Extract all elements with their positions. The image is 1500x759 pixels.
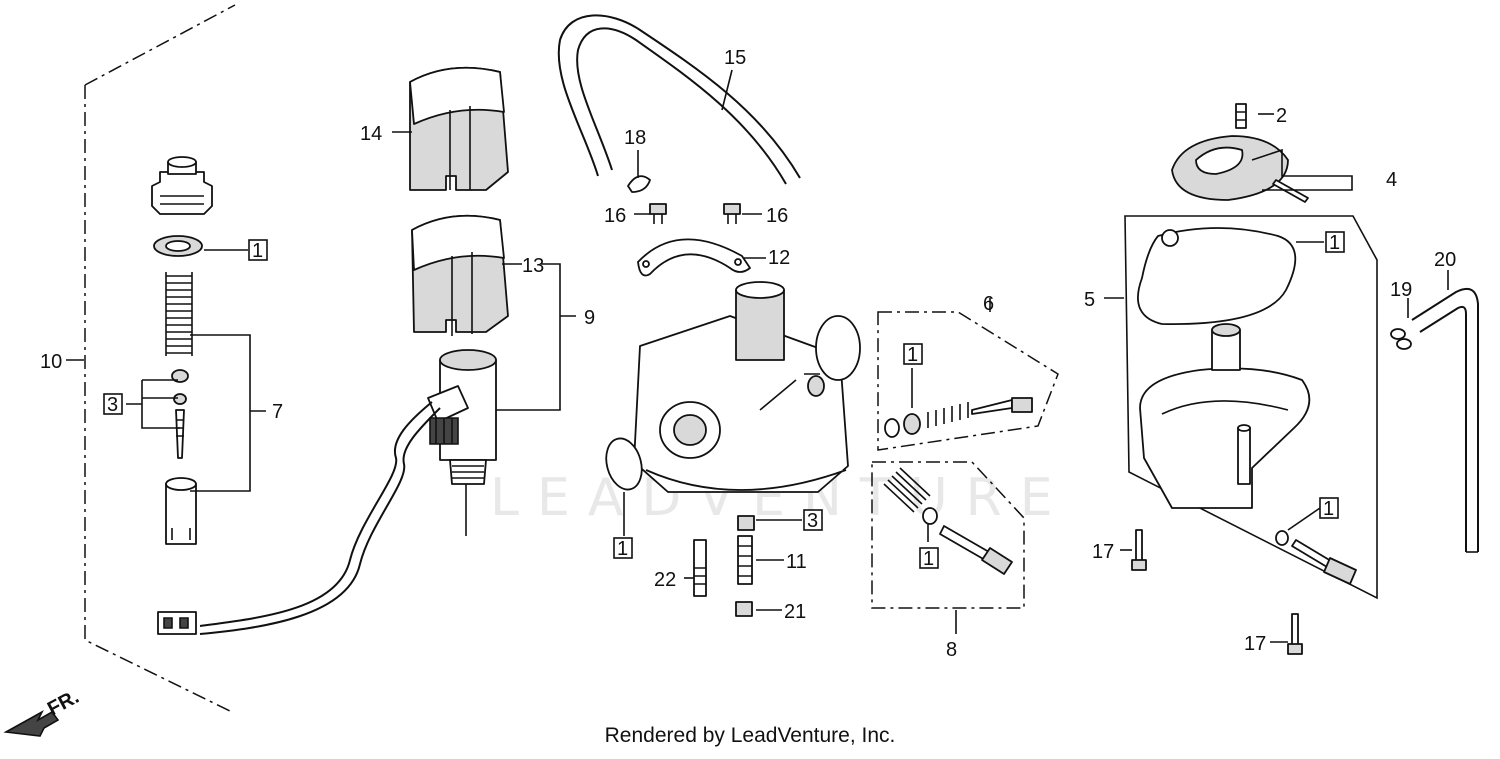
callout-4: 4 <box>1386 169 1397 191</box>
drain-screw-parts <box>1275 530 1357 585</box>
group-5-box <box>1124 215 1378 600</box>
callout-16-right: 16 <box>766 205 788 227</box>
svg-text:1: 1 <box>1323 498 1334 520</box>
plate-12 <box>637 238 751 277</box>
valve-cap-part <box>151 156 213 215</box>
boxed-callout-3: 3 <box>103 393 123 416</box>
hose-clip-18 <box>627 175 651 193</box>
gasket-ring-part <box>153 235 203 257</box>
connector-part <box>157 611 197 635</box>
callout-17-right: 17 <box>1244 633 1266 655</box>
o-ring-left <box>605 437 643 491</box>
callout-5: 5 <box>1084 289 1095 311</box>
callout-6: 6 <box>983 293 994 315</box>
callout-8: 8 <box>946 639 957 661</box>
svg-text:1: 1 <box>1329 232 1340 254</box>
boxed-callout-1-d: 1 <box>613 537 633 560</box>
callout-22: 22 <box>654 569 676 591</box>
svg-text:1: 1 <box>617 538 628 560</box>
float-4 <box>1171 135 1309 203</box>
callout-15: 15 <box>724 47 746 69</box>
svg-text:3: 3 <box>107 394 118 416</box>
leader-lines <box>66 69 1449 643</box>
group-8-box <box>871 461 1025 609</box>
svg-text:1: 1 <box>252 240 263 262</box>
boxed-callout-1-f: 1 <box>1319 497 1339 520</box>
callout-10: 10 <box>40 351 62 373</box>
screw-17-left <box>1131 529 1147 571</box>
main-jet-parts <box>693 515 755 617</box>
throttle-valve-part <box>165 477 197 545</box>
footer-credit: Rendered by LeadVenture, Inc. <box>604 724 896 747</box>
left-frame <box>84 4 236 713</box>
screw-16-left <box>649 203 667 224</box>
callout-16-left: 16 <box>604 205 626 227</box>
screw-16-right <box>723 203 741 224</box>
callout-7: 7 <box>272 401 283 423</box>
callout-11: 11 <box>786 551 807 573</box>
callout-20: 20 <box>1434 249 1456 271</box>
hose-20 <box>1411 288 1479 553</box>
valve-spring-part <box>165 272 193 356</box>
callout-18: 18 <box>624 127 646 149</box>
boxed-callout-1-c: 1 <box>919 547 939 570</box>
boxed-callout-1-e: 1 <box>1325 231 1345 254</box>
callout-9: 9 <box>584 307 595 329</box>
callout-2: 2 <box>1276 105 1287 127</box>
clip-19 <box>1390 328 1412 350</box>
cover-part-13 <box>411 214 509 336</box>
needle-clip-part <box>171 369 189 459</box>
boxed-callout-3-b: 3 <box>803 509 823 532</box>
svg-text:1: 1 <box>923 548 934 570</box>
float-chamber <box>1139 323 1311 509</box>
callout-21: 21 <box>784 601 806 623</box>
fuel-hose-15 <box>557 14 801 185</box>
cover-part-14 <box>409 66 509 191</box>
callout-12: 12 <box>768 247 790 269</box>
boxed-callout-1-a: 1 <box>248 239 268 262</box>
screw-17-right <box>1287 613 1303 655</box>
callout-17-left: 17 <box>1092 541 1114 563</box>
boxed-callouts: 1 3 1 1 1 3 1 1 <box>103 231 1345 570</box>
svg-text:3: 3 <box>807 510 818 532</box>
callout-19: 19 <box>1390 279 1412 301</box>
carburetor-body <box>633 281 861 493</box>
callout-13: 13 <box>522 255 544 277</box>
auto-choke-part <box>199 349 497 635</box>
callout-labels: 10 7 14 13 9 15 18 16 16 12 6 8 11 22 21… <box>40 47 1456 661</box>
callout-14: 14 <box>360 123 382 145</box>
group-6-box <box>877 311 1059 451</box>
float-needle-2 <box>1235 103 1247 129</box>
svg-text:1: 1 <box>907 344 918 366</box>
boxed-callout-1-b: 1 <box>903 343 923 366</box>
